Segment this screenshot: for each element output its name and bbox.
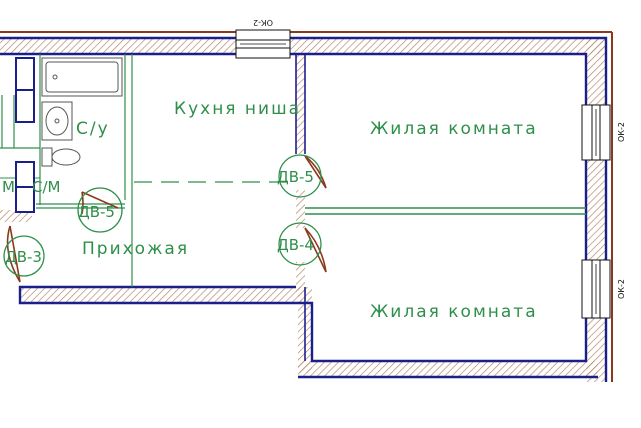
door-label-dv5-hall: ДВ-5: [78, 203, 115, 221]
bathtub: [41, 57, 123, 97]
sink: [41, 101, 73, 141]
door-swings: [6, 155, 327, 283]
door-label-dv5-room: ДВ-5: [277, 168, 314, 186]
window-label-top: ОК-2: [253, 18, 273, 27]
outer-frame: [0, 31, 613, 382]
door-label-dv4: ДВ-4: [277, 236, 314, 254]
window-label-right-upper: ОК-2: [617, 122, 626, 142]
toilet: [41, 147, 81, 167]
wardrobe-left-label: М: [2, 178, 15, 196]
hallway-label: Прихожая: [82, 239, 189, 259]
left-stack-elements: [15, 57, 35, 213]
partitions: [0, 54, 586, 287]
window-right-upper: [581, 104, 611, 161]
wall-outlines: [0, 36, 608, 382]
window-top: [235, 29, 291, 59]
bathroom-label: С/у: [76, 119, 110, 139]
door-label-dv3: ДВ-3: [5, 248, 42, 266]
door-tags: [3, 154, 322, 277]
window-label-right-lower: ОК-2: [617, 279, 626, 299]
living-room-top-label: Жилая комната: [370, 119, 538, 139]
wardrobe-label: С/М: [32, 178, 60, 196]
kitchen-label: Кухня ниша: [174, 99, 301, 119]
window-right-lower: [581, 259, 611, 319]
living-room-bottom-label: Жилая комната: [370, 302, 538, 322]
